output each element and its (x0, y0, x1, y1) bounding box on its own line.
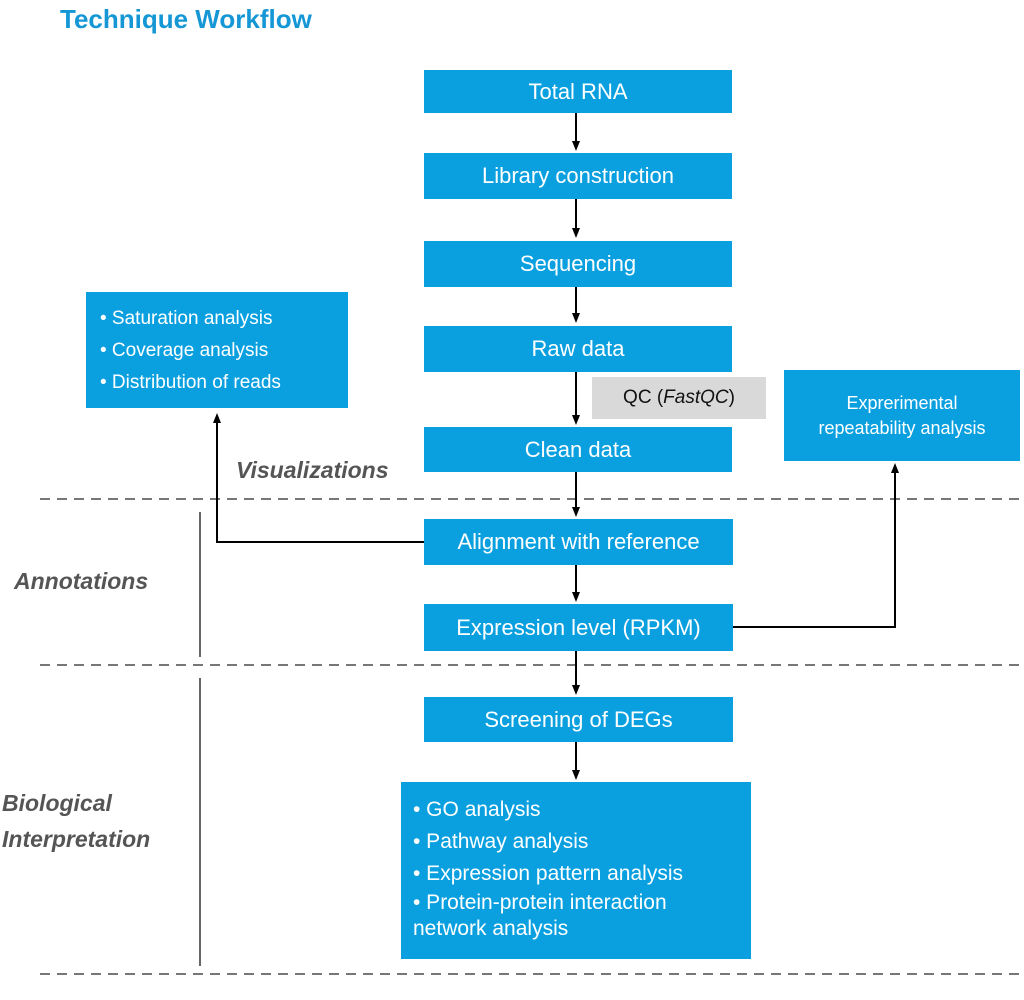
list-item: • Expression pattern analysis (413, 862, 683, 885)
step-clean-data: Clean data (424, 427, 732, 472)
list-item: • Protein-protein interaction (413, 891, 667, 914)
list-item: • Pathway analysis (413, 830, 589, 853)
repeatability-line-2: repeatability analysis (818, 417, 986, 438)
step-library-construction: Library construction (424, 153, 732, 199)
section-label-annotations: Annotations (14, 568, 149, 594)
list-item: network analysis (413, 917, 569, 940)
repeatability-analysis-box: Exprerimental repeatability analysis (784, 370, 1020, 461)
qc-box: QC (FastQC) (592, 377, 766, 419)
section-label-visualizations: Visualizations (236, 457, 389, 483)
step-screening-degs: Screening of DEGs (424, 697, 733, 742)
qc-tool: FastQC (663, 387, 729, 408)
qc-suffix: ) (728, 387, 735, 408)
step-sequencing: Sequencing (424, 241, 732, 287)
section-label-interpretation: Interpretation (2, 826, 151, 852)
arrow-alignment-to-visualization (213, 413, 424, 543)
section-label-biological: Biological (2, 790, 112, 816)
step-expression-level: Expression level (RPKM) (424, 604, 733, 651)
qc-prefix: QC ( (623, 387, 664, 408)
list-item: • GO analysis (413, 798, 541, 821)
page-title: Technique Workflow (60, 4, 312, 34)
step-raw-data: Raw data (424, 326, 732, 372)
list-item: • Coverage analysis (100, 340, 269, 361)
step-total-rna: Total RNA (424, 70, 732, 113)
arrow-expression-to-repeatability (733, 463, 899, 628)
interpretation-analysis-box: • GO analysis • Pathway analysis • Expre… (401, 782, 751, 959)
list-item: • Distribution of reads (100, 372, 281, 393)
repeatability-line-1: Exprerimental (846, 392, 958, 413)
list-item: • Saturation analysis (100, 308, 273, 329)
step-alignment: Alignment with reference (424, 519, 733, 565)
visualization-analysis-box: • Saturation analysis • Coverage analysi… (86, 292, 348, 408)
